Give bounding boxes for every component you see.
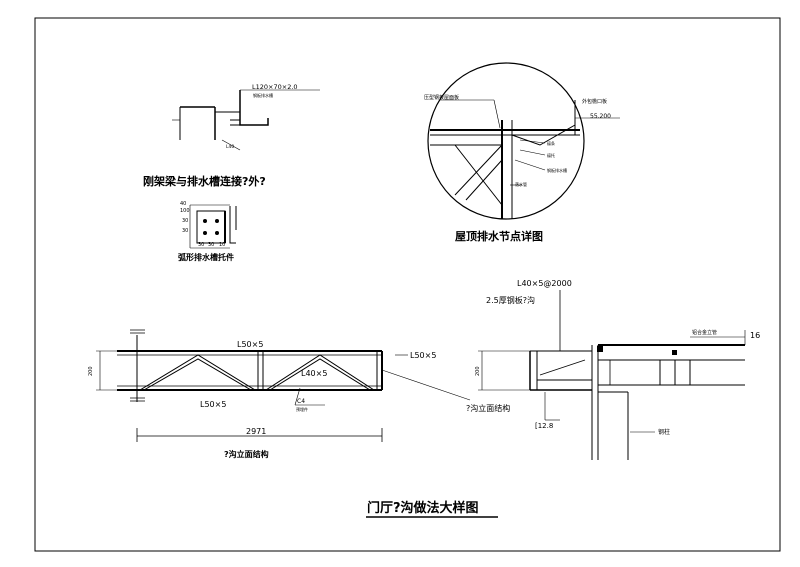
truss-right-member: L50×5 xyxy=(410,351,436,360)
truss-height-dim: 200 xyxy=(88,366,94,376)
bracket-dim-5: 30 xyxy=(198,242,204,248)
roof-drainage-detail xyxy=(427,62,620,220)
bracket-dim-2: 100 xyxy=(180,208,190,214)
caption-beam-gutter: 刚架梁与排水槽连接?外? xyxy=(143,174,266,188)
roof-label-panel: 压型钢板屋面板 xyxy=(424,94,459,101)
bracket-dim-7: 10 xyxy=(219,242,225,248)
bracket-dim-3: 30 xyxy=(182,218,188,224)
truss-bottom-chord: L50×5 xyxy=(200,400,226,409)
roof-note-purlin: 檩条 xyxy=(547,140,555,146)
section-ref: ?沟立面结构 xyxy=(466,403,510,413)
caption-bracket: 弧形排水槽托件 xyxy=(178,252,234,262)
truss-top-chord: L50×5 xyxy=(237,340,263,349)
section-height-dim: 200 xyxy=(475,366,481,376)
main-title: 门厅?沟做法大样图 xyxy=(367,500,479,516)
section-plate: 2.5厚钢板?沟 xyxy=(486,295,535,305)
bracket-dim-6: 30 xyxy=(208,242,214,248)
section-channel: [12.8 xyxy=(535,422,553,430)
truss-channel-note: 预埋件 xyxy=(296,406,308,412)
caption-truss: ?沟立面结构 xyxy=(224,449,269,459)
section-column: 钢柱 xyxy=(658,428,670,436)
section-top-dim: L40×5@2000 xyxy=(517,279,572,288)
roof-note-bracket: 檩托 xyxy=(547,152,555,158)
note-l40: L40 xyxy=(226,144,234,150)
roof-note-pipe: 落水管 xyxy=(515,181,527,187)
roof-note-gutter: 钢板排水槽 xyxy=(547,167,567,173)
sheet-border xyxy=(34,17,781,552)
bracket-dim-1: 40 xyxy=(180,201,186,207)
gutter-section-detail xyxy=(478,290,746,460)
caption-roof-drainage: 屋顶排水节点详图 xyxy=(455,229,543,243)
truss-web: L40×5 xyxy=(301,369,327,378)
bracket-detail xyxy=(189,204,237,249)
roof-label-fascia: 外包檐口板 xyxy=(582,98,607,105)
truss-length-dim: 2971 xyxy=(246,427,266,436)
small-note-gutter: 钢板排水槽 xyxy=(253,92,273,98)
section-num: 16 xyxy=(750,331,760,340)
section-pipe: 铝合金立管 xyxy=(692,329,717,336)
dim-angle-120: L120×70×2.0 xyxy=(252,83,298,91)
truss-channel: C4 xyxy=(297,398,305,405)
bracket-dim-4: 30 xyxy=(182,228,188,234)
gutter-truss-elevation xyxy=(96,329,471,442)
roof-elevation: 55.200 xyxy=(590,113,611,120)
beam-gutter-detail xyxy=(172,89,320,151)
